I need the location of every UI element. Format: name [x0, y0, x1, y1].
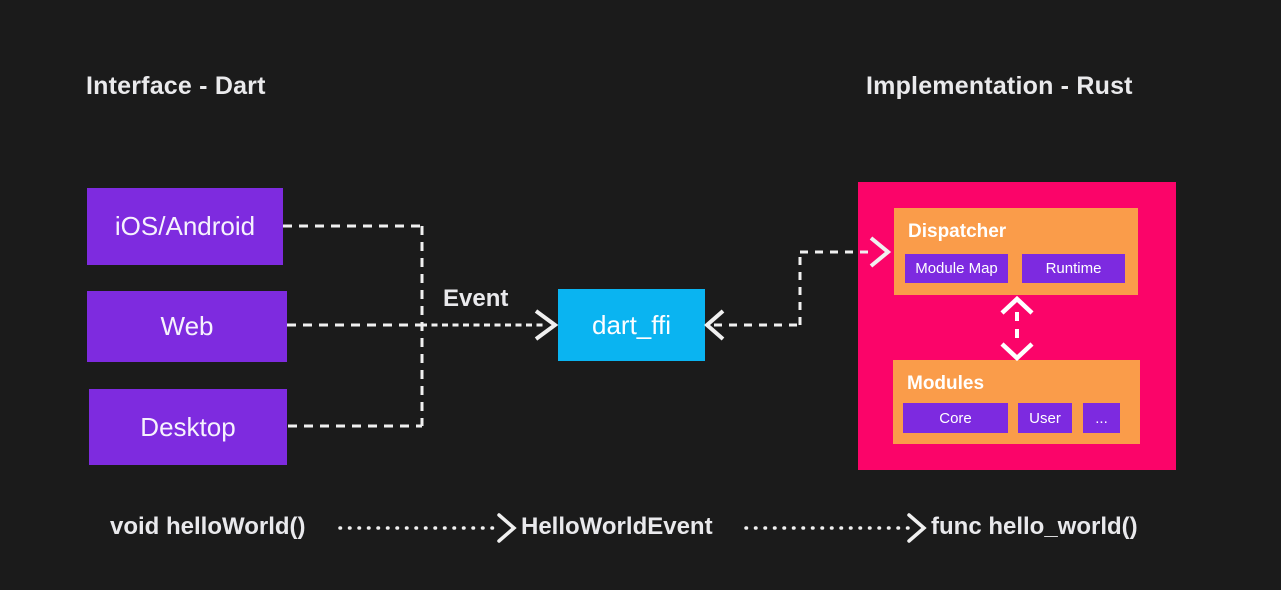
dart-ffi-label: dart_ffi: [591, 309, 671, 340]
rust-implementation-panel: Dispatcher Module Map Runtime Modules Co…: [858, 182, 1176, 470]
platform-box-web: Web: [87, 291, 287, 362]
platform-label-desktop: Desktop: [140, 411, 236, 442]
event-label: Event: [443, 285, 509, 312]
chip-user: User: [1018, 403, 1072, 433]
flow-text-event: HelloWorldEvent: [521, 513, 713, 540]
connector-platforms-junction: [283, 224, 424, 428]
flow-text-rust-func: func hello_world(): [931, 513, 1138, 540]
dispatcher-title: Dispatcher: [908, 221, 1007, 242]
platform-box-ios-android: iOS/Android: [87, 188, 283, 265]
arrowhead-right-icon: [907, 513, 927, 543]
platform-box-desktop: Desktop: [89, 389, 287, 465]
platform-label-web: Web: [160, 311, 214, 341]
arrowhead-right-icon: [534, 309, 559, 341]
chip-module-map: Module Map: [905, 254, 1008, 283]
chip-ellipsis: ...: [1083, 403, 1120, 433]
chip-runtime: Runtime: [1022, 254, 1125, 283]
connector-event-arrow: [421, 309, 559, 341]
platform-label-ios-android: iOS/Android: [114, 211, 256, 241]
section-title-rust: Implementation - Rust: [866, 72, 1133, 100]
dart-ffi-box: dart_ffi: [558, 289, 705, 361]
chip-core: Core: [903, 403, 1008, 433]
section-title-dart: Interface - Dart: [86, 72, 266, 100]
dispatcher-group: Dispatcher Module Map Runtime: [894, 208, 1138, 295]
arrowhead-right-icon: [497, 513, 517, 543]
arrowhead-left-icon: [703, 309, 725, 341]
modules-group: Modules Core User ...: [893, 360, 1140, 444]
modules-title: Modules: [907, 373, 985, 394]
flow-text-dart-call: void helloWorld(): [110, 513, 306, 540]
